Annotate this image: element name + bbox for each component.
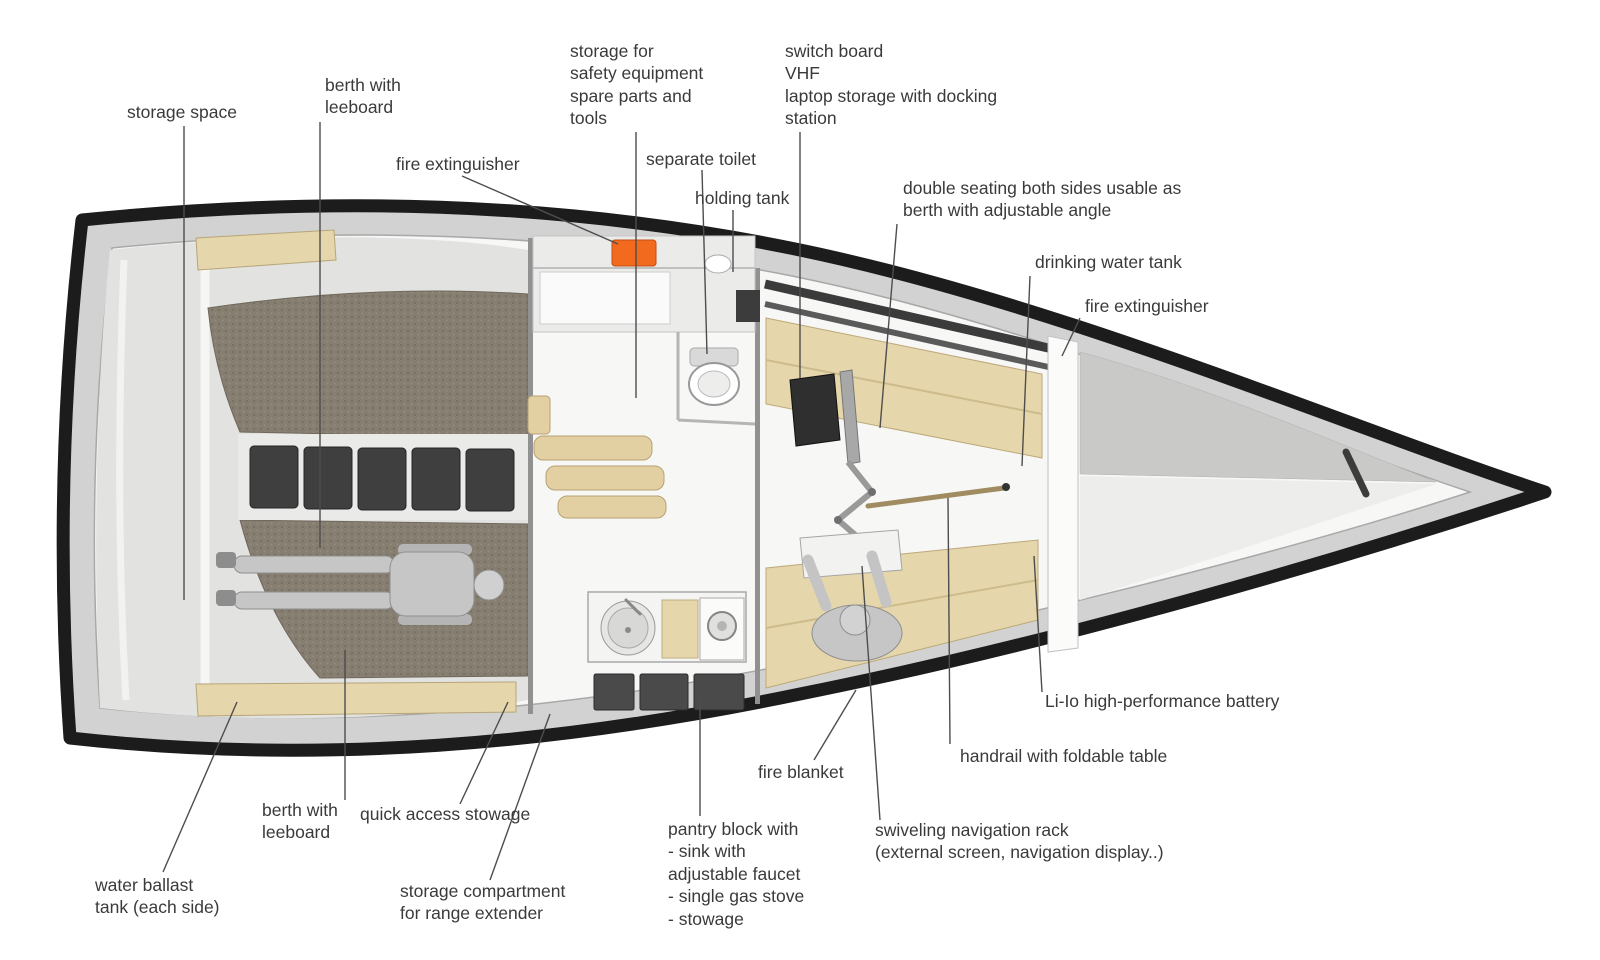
- label-berth-leeboard-top: berth with leeboard: [325, 75, 401, 118]
- step-riser: [527, 395, 551, 435]
- label-quick-access-stowage: quick access stowage: [360, 804, 531, 824]
- label-holding-tank: holding tank: [695, 188, 790, 208]
- person-lying: [216, 544, 505, 625]
- bench-top-seam: [765, 359, 1043, 415]
- person-lying-foot-2: [216, 590, 236, 606]
- pantry-drawer-3: [693, 673, 745, 711]
- external-screen: [839, 369, 861, 465]
- person-seated-arm-1: [802, 554, 832, 612]
- stern-wood-strip-bottom: [195, 681, 517, 717]
- toilet-compartment: [676, 332, 756, 426]
- cutting-board: [661, 599, 699, 659]
- label-water-ballast-tank: water ballast tank (each side): [95, 875, 220, 918]
- label-handrail-table: handrail with foldable table: [960, 746, 1168, 766]
- handrail-rod: [865, 485, 1007, 509]
- stern-frame-curve: [116, 259, 130, 701]
- locker-3: [357, 447, 407, 511]
- berth-top: [207, 290, 529, 439]
- hull-trim-stripe-1: [764, 279, 1067, 357]
- label-berth-leeboard-bottom: berth with leeboard: [262, 800, 338, 843]
- leader-handrail-table: [947, 497, 951, 745]
- bulkhead-left: [528, 238, 533, 714]
- bow-deck-upper: [1079, 351, 1437, 483]
- label-navigation-rack: swiveling navigation rack (external scre…: [875, 820, 1164, 863]
- bench-bottom-seam: [765, 579, 1039, 629]
- locker-2: [303, 446, 353, 510]
- person-lying-arm-2: [398, 614, 472, 625]
- leader-double-seating: [879, 223, 898, 429]
- swivel-arm-joint-1: [868, 488, 876, 496]
- locker-4: [411, 447, 461, 511]
- person-seated: [802, 550, 903, 662]
- leader-quick-access-stowage: [459, 701, 509, 805]
- person-lying-leg-1: [233, 555, 395, 574]
- pantry-drawer-2: [639, 673, 689, 711]
- sink-drain: [625, 627, 631, 633]
- leader-drinking-water-tank: [1021, 275, 1031, 467]
- holding-tank-box: [736, 290, 760, 322]
- person-lying-torso: [389, 551, 475, 617]
- leader-lines: [162, 122, 1081, 881]
- bulkhead-right: [755, 268, 760, 704]
- person-seated-arm-2: [866, 550, 892, 608]
- toilet-bowl-inner: [697, 370, 731, 398]
- label-fire-extinguisher-stbd: fire extinguisher: [1085, 296, 1209, 316]
- leader-separate-toilet: [701, 169, 708, 355]
- leader-fire-extinguisher-port: [461, 175, 619, 245]
- label-pantry-block: pantry block with - sink with adjustable…: [668, 819, 805, 929]
- fire-extinguisher-box: [611, 239, 657, 267]
- stern-wood-strip-top: [195, 229, 337, 271]
- bow-section: [1047, 335, 1437, 653]
- person-seated-head: [839, 604, 871, 636]
- handrail-tip: [1002, 483, 1010, 491]
- bow-fitting: [1342, 448, 1370, 498]
- leader-fire-extinguisher-stbd: [1061, 317, 1081, 357]
- swivel-arm-joint-2: [834, 516, 842, 524]
- stove-burner-center: [717, 621, 727, 631]
- pantry-block: [587, 591, 747, 711]
- label-separate-toilet: separate toilet: [646, 149, 756, 169]
- label-fire-blanket: fire blanket: [758, 762, 844, 782]
- label-safety-storage: storage for safety equipment spare parts…: [570, 41, 704, 129]
- leader-fire-blanket: [813, 689, 857, 761]
- hull-trim-stripe-2: [764, 301, 1063, 373]
- leader-navigation-rack: [861, 565, 881, 821]
- locker-5: [465, 448, 515, 512]
- label-switch-board: switch board VHF laptop storage with doc…: [785, 41, 998, 129]
- step-1: [533, 435, 653, 461]
- laptop-keyboard: [789, 373, 841, 447]
- label-range-extender-storage: storage compartment for range extender: [400, 881, 566, 924]
- person-lying-leg-2: [233, 591, 395, 610]
- stern-cabin: [96, 229, 530, 719]
- label-storage-space: storage space: [127, 102, 237, 122]
- step-3: [557, 495, 667, 519]
- leader-battery: [1033, 555, 1043, 693]
- step-2: [545, 465, 665, 491]
- label-fire-extinguisher-port: fire extinguisher: [396, 154, 520, 174]
- top-cabinet-door: [539, 271, 671, 325]
- middle-cabin: [527, 235, 760, 714]
- swivel-arm: [835, 460, 875, 549]
- leader-water-ballast-tank: [162, 701, 238, 873]
- bow-deck-lower: [1080, 476, 1436, 600]
- toilet-wall-h: [677, 418, 756, 426]
- pantry-drawer-1: [593, 673, 635, 711]
- leader-range-extender-storage: [489, 713, 551, 881]
- person-lying-foot-1: [216, 552, 236, 568]
- basin-oval: [704, 254, 732, 274]
- person-lying-head: [473, 569, 505, 601]
- companionway-steps: [527, 395, 667, 519]
- label-battery: Li-Io high-performance battery: [1045, 691, 1280, 711]
- label-double-seating: double seating both sides usable as bert…: [903, 178, 1182, 221]
- label-drinking-water-tank: drinking water tank: [1035, 252, 1182, 272]
- bow-bulkhead-band: [1047, 335, 1079, 653]
- faucet: [624, 598, 642, 616]
- locker-1: [249, 445, 299, 509]
- navigation-rack: [789, 369, 903, 579]
